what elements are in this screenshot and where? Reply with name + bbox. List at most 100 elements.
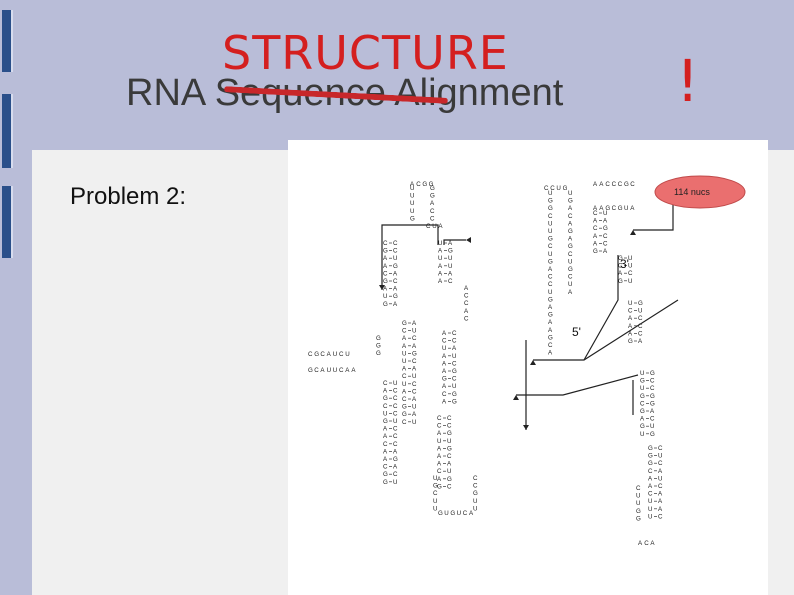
nucleotide-glyph: U (568, 281, 572, 288)
nucleotide-glyph: G (450, 510, 455, 517)
nucleotide-glyph: C (593, 210, 598, 217)
nucleotide-glyph: A (442, 353, 447, 360)
nucleotide-glyph: G (548, 258, 553, 265)
nucleotide-glyph: C (568, 251, 573, 258)
nucleotide-glyph: G (447, 476, 452, 483)
nucleotide-glyph: C (452, 330, 457, 337)
nucleotide-glyph: G (383, 278, 388, 285)
nucleotide-glyph: U (473, 498, 477, 505)
nucleotide-glyph: C (650, 385, 655, 392)
nucleotide-glyph: A (393, 301, 398, 308)
nucleotide-glyph: U (548, 190, 552, 197)
nucleotide-glyph: A (648, 483, 653, 490)
nucleotide-glyph: C (650, 378, 655, 385)
nucleotide-glyph: G (448, 248, 453, 255)
nucleotide-glyph: A (599, 205, 604, 212)
connector-layer (379, 184, 679, 430)
nucleotide-glyph: A (548, 266, 553, 273)
nucleotide-glyph: U (628, 278, 632, 285)
nucleotide-glyph: G (548, 296, 553, 303)
nucleotide-glyph: A (628, 315, 633, 322)
five-prime-label: 5' (572, 325, 581, 339)
nucleotide-glyph: A (402, 343, 407, 350)
nucleotide-glyph: A (442, 330, 447, 337)
nucleotide-glyph: C (320, 351, 325, 358)
nucleotide-glyph: C (393, 240, 398, 247)
nucleotide-glyph: U (658, 475, 662, 482)
nucleotide-glyph: G (640, 408, 645, 415)
nucleotide-glyph: G (568, 228, 573, 235)
nucleotide-glyph: G (548, 205, 553, 212)
nucleotide-glyph: A (638, 338, 643, 345)
nucleotide-glyph: U (444, 510, 448, 517)
nucleotide-glyph: G (650, 370, 655, 377)
arrowhead (630, 230, 636, 235)
nucleotide-glyph: A (412, 320, 417, 327)
nucleotide-glyph: C (393, 403, 398, 410)
left-bar (2, 10, 13, 72)
nucleotide-glyph: A (593, 233, 598, 240)
nucleotide-glyph: A (447, 461, 452, 468)
nucleotide-glyph: A (383, 255, 388, 262)
nucleotide-glyph: C (464, 315, 469, 322)
nucleotide-glyph: C (308, 351, 313, 358)
nucleotide-glyph: G (605, 205, 610, 212)
nucleotide-glyph: A (412, 411, 417, 418)
nucleotide-glyph: G (383, 418, 388, 425)
nucleotide-glyph: A (568, 289, 573, 296)
nucleotide-glyph: G (624, 181, 629, 188)
nucleotide-glyph: A (548, 350, 553, 357)
nucleotide-glyph: C (638, 323, 643, 330)
arrowhead (523, 425, 529, 430)
nucleotide-glyph: C (393, 248, 398, 255)
nucleotide-glyph: U (447, 468, 451, 475)
nucleotide-glyph: C (612, 205, 617, 212)
nucleotide-glyph: C (648, 491, 653, 498)
nucleotide-glyph: C (548, 213, 553, 220)
nucleotide-glyph: C (464, 300, 469, 307)
nucleotide-glyph: C (648, 468, 653, 475)
connector-line (533, 299, 679, 361)
nucleotide-glyph: A (345, 367, 350, 374)
nucleotide-glyph: G (376, 343, 381, 350)
nucleotide-glyph: A (402, 388, 407, 395)
nucleotide-glyph: G (650, 431, 655, 438)
nucleotide-glyph: G (383, 248, 388, 255)
nucleotide-glyph: G (618, 255, 623, 262)
nucleotide-glyph: U (410, 208, 414, 215)
nucleotide-glyph: G (648, 453, 653, 460)
nucleotide-glyph: G (568, 243, 573, 250)
nucleotide-glyph: U (628, 300, 632, 307)
nucleotide-glyph: C (448, 278, 453, 285)
arrowhead (466, 237, 471, 243)
nucleotide-glyph: G (447, 445, 452, 452)
nucleotide-glyph: U (640, 431, 644, 438)
callout-label: 114 nucs (674, 187, 710, 197)
nucleotide-glyph: G (473, 490, 478, 497)
nucleotide-glyph: U (437, 438, 441, 445)
nucleotide-glyph: C (314, 367, 319, 374)
nucleotide-glyph: A (393, 464, 398, 471)
nucleotide-glyph: A (438, 248, 443, 255)
nucleotide-glyph: C (636, 485, 641, 492)
nucleotide-glyph: A (442, 398, 447, 405)
nucleotide-glyph: A (650, 540, 655, 547)
nucleotide-glyph: A (437, 445, 442, 452)
nucleotide-glyph: U (393, 418, 397, 425)
nucleotide-glyph: A (442, 368, 447, 375)
nucleotide-glyph: G (563, 185, 568, 192)
nucleotide-glyph: A (448, 270, 453, 277)
nucleotide-glyph: A (383, 456, 388, 463)
nucleotide-glyph: A (412, 366, 417, 373)
three-prime-label: 3' (620, 257, 629, 271)
nucleotide-glyph: G (308, 367, 313, 374)
nucleotide-glyph: C (393, 433, 398, 440)
nucleotide-glyph: U (327, 367, 331, 374)
nucleotide-glyph: C (628, 308, 633, 315)
nucleotide-glyph: U (473, 505, 477, 512)
nucleotide-glyph: C (393, 410, 398, 417)
nucleotide-glyph: G (452, 368, 457, 375)
nucleotide-glyph: G (393, 263, 398, 270)
nucleotide-glyph: C (452, 376, 457, 383)
